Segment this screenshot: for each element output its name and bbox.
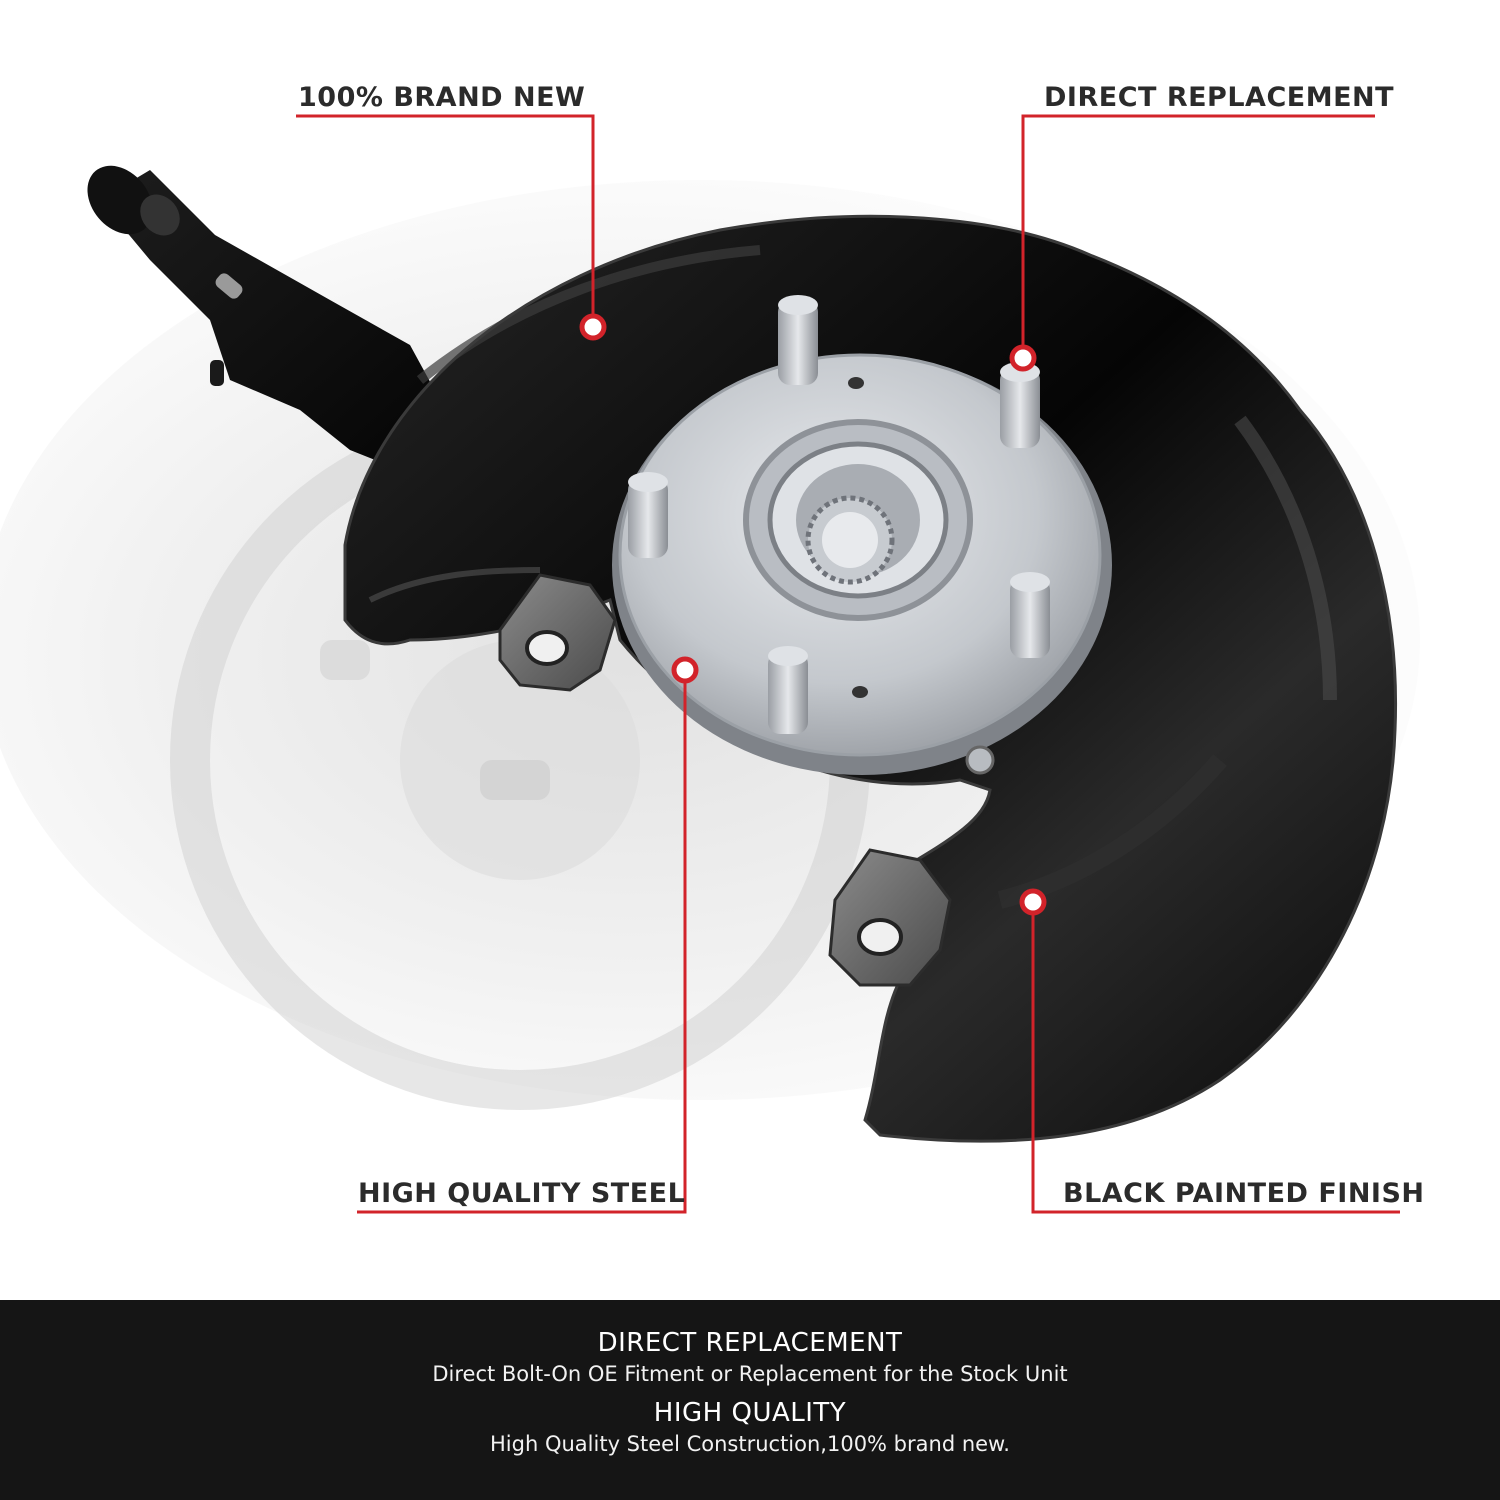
footer-feature-1-title: DIRECT REPLACEMENT [597,1328,903,1358]
wheel-studs [628,295,1050,734]
callout-brand-new: 100% BRAND NEW [298,82,586,113]
callout-direct-replacement: DIRECT REPLACEMENT [1044,82,1395,113]
footer-feature-2-text: High Quality Steel Construction,100% bra… [490,1432,1010,1456]
mounting-tab-lower [828,848,952,987]
callout-high-quality-steel: HIGH QUALITY STEEL [358,1178,686,1209]
callout-leaders [296,114,1400,1214]
footer-feature-2-title: HIGH QUALITY [653,1398,847,1428]
callout-marker-icon [579,313,1047,916]
feature-footer: DIRECT REPLACEMENT Direct Bolt-On OE Fit… [0,1300,1500,1500]
steering-arm [100,170,440,470]
callout-black-painted-finish: BLACK PAINTED FINISH [1063,1178,1425,1209]
steering-knuckle-illustration [0,114,1420,1214]
footer-feature-1-text: Direct Bolt-On OE Fitment or Replacement… [432,1362,1068,1386]
